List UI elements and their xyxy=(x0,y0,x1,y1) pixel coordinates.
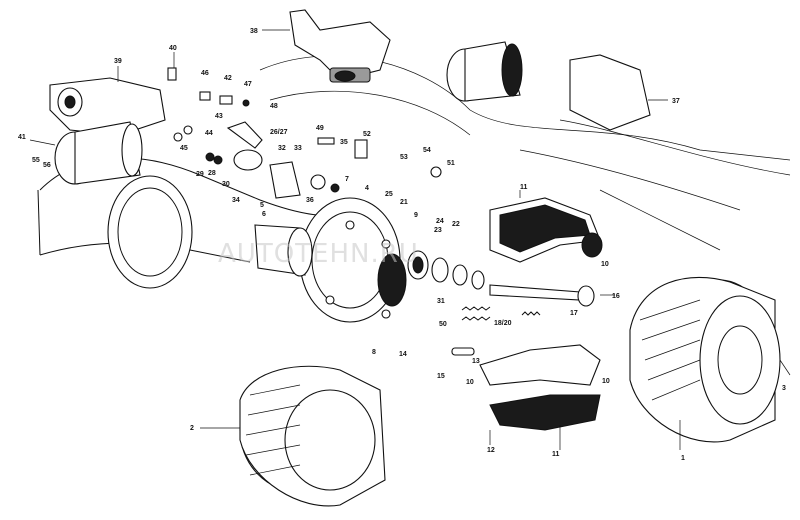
label-50: 50 xyxy=(439,321,447,328)
label-24: 24 xyxy=(436,218,444,225)
label-51: 51 xyxy=(447,160,455,167)
label-53: 53 xyxy=(400,154,408,161)
label-43: 43 xyxy=(215,113,223,120)
backing-plate xyxy=(299,197,407,323)
label-55: 55 xyxy=(32,157,40,164)
label-32: 32 xyxy=(278,145,286,152)
label-12: 12 xyxy=(487,447,495,454)
label-11: 11 xyxy=(520,184,528,191)
brake-shoe-lower xyxy=(479,344,601,431)
label-9: 9 xyxy=(414,212,418,219)
dust-cover-left xyxy=(239,365,386,507)
label-4: 4 xyxy=(365,185,369,192)
bracket-38 xyxy=(289,9,391,83)
label-49: 49 xyxy=(316,125,324,132)
label-46: 46 xyxy=(201,70,209,77)
slack-adjuster xyxy=(205,121,340,199)
label-10a: 10 xyxy=(601,261,609,268)
small-fasteners xyxy=(167,67,442,178)
label-25: 25 xyxy=(385,191,393,198)
label-21: 21 xyxy=(400,199,408,206)
label-30: 30 xyxy=(222,181,230,188)
label-10b: 10 xyxy=(466,379,474,386)
label-14: 14 xyxy=(399,351,407,358)
label-10c: 10 xyxy=(602,378,610,385)
axle-housing xyxy=(37,55,791,289)
label-5: 5 xyxy=(260,202,264,209)
label-2: 2 xyxy=(190,425,194,432)
label-47: 47 xyxy=(244,81,252,88)
label-56: 56 xyxy=(43,162,51,169)
label-54: 54 xyxy=(423,147,431,154)
label-15: 15 xyxy=(437,373,445,380)
label-23: 23 xyxy=(434,227,442,234)
label-42: 42 xyxy=(224,75,232,82)
label-48: 48 xyxy=(270,103,278,110)
return-springs xyxy=(451,306,541,356)
label-8: 8 xyxy=(372,349,376,356)
label-1: 1 xyxy=(681,455,685,462)
brake-shoe-upper xyxy=(489,197,603,263)
label-41: 41 xyxy=(18,134,26,141)
label-39: 39 xyxy=(114,58,122,65)
label-40: 40 xyxy=(169,45,177,52)
leader-lines xyxy=(29,29,791,450)
label-26-27: 26/27 xyxy=(270,129,288,136)
bracket-39 xyxy=(49,77,166,136)
spindle xyxy=(254,224,313,277)
label-37: 37 xyxy=(672,98,680,105)
label-29: 29 xyxy=(196,171,204,178)
label-7: 7 xyxy=(345,176,349,183)
bearings xyxy=(407,250,485,290)
camshaft xyxy=(489,284,595,307)
label-13: 13 xyxy=(472,358,480,365)
label-34: 34 xyxy=(232,197,240,204)
label-11b: 11 xyxy=(552,451,560,458)
label-18-20: 18/20 xyxy=(494,320,512,327)
label-38: 38 xyxy=(250,28,258,35)
part-labels: 1 2 3 4 5 6 7 8 9 10 10 11 12 13 14 15 1… xyxy=(18,28,786,462)
label-33: 33 xyxy=(294,145,302,152)
label-16: 16 xyxy=(612,293,620,300)
label-22: 22 xyxy=(452,221,460,228)
brake-chamber-37 xyxy=(446,41,651,131)
brake-chamber-41 xyxy=(54,121,143,185)
label-45: 45 xyxy=(180,145,188,152)
label-3: 3 xyxy=(782,385,786,392)
label-6: 6 xyxy=(262,211,266,218)
label-36: 36 xyxy=(306,197,314,204)
brake-drum-right xyxy=(629,276,781,443)
label-28: 28 xyxy=(208,170,216,177)
label-35: 35 xyxy=(340,139,348,146)
label-31: 31 xyxy=(437,298,445,305)
watermark-text: AUTOTEHN.RU xyxy=(218,239,419,269)
label-44: 44 xyxy=(205,130,213,137)
label-52: 52 xyxy=(363,131,371,138)
label-17: 17 xyxy=(570,310,578,317)
